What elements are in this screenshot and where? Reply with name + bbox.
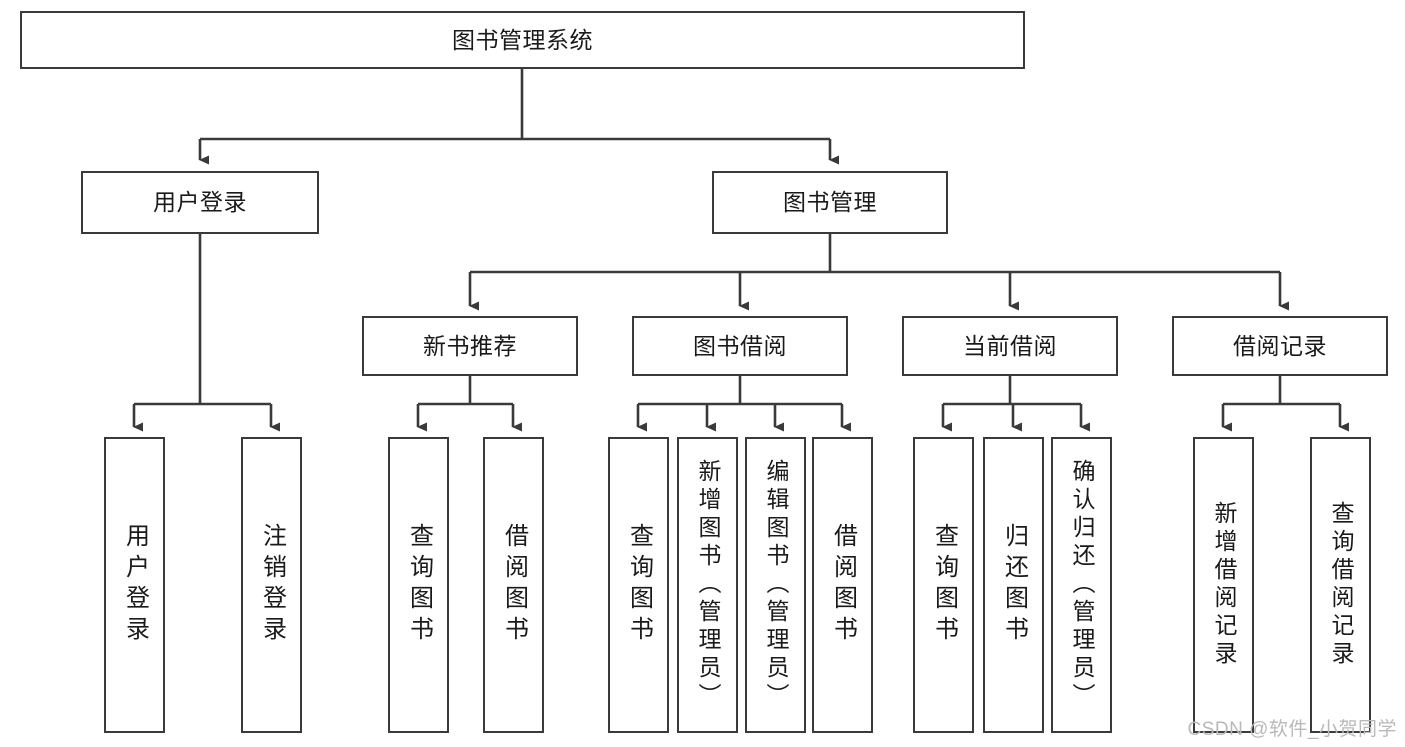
node-user-login[interactable]: 用户登录 [81,171,319,234]
node-leaf-query-record[interactable]: 查询借阅记录 [1310,437,1371,733]
node-root-label: 图书管理系统 [452,26,593,53]
node-leaf-confirm-return[interactable]: 确认归还（管理员） [1051,437,1112,733]
node-leaf-borrow-book[interactable]: 借阅图书 [812,437,873,733]
node-leaf-edit-book-label: 编辑图书（管理员） [763,459,789,711]
csdn-watermark: CSDN @软件_小贺同学 [1187,719,1397,740]
node-current-borrow[interactable]: 当前借阅 [902,316,1118,376]
node-leaf-user-login[interactable]: 用户登录 [104,437,165,733]
node-leaf-borrow-book-recommend[interactable]: 借阅图书 [483,437,544,733]
node-leaf-add-record[interactable]: 新增借阅记录 [1193,437,1254,733]
node-leaf-borrow-book-label: 借阅图书 [829,523,857,647]
node-book-borrow[interactable]: 图书借阅 [632,316,848,376]
node-leaf-logout[interactable]: 注销登录 [241,437,302,733]
node-book-manage[interactable]: 图书管理 [712,171,948,234]
node-borrow-record-label: 借阅记录 [1233,332,1327,359]
node-new-book-recommend[interactable]: 新书推荐 [362,316,578,376]
node-leaf-query-book-current[interactable]: 查询图书 [913,437,974,733]
node-book-borrow-label: 图书借阅 [693,332,787,359]
node-leaf-add-book[interactable]: 新增图书（管理员） [677,437,738,733]
node-root[interactable]: 图书管理系统 [20,11,1025,69]
node-leaf-add-record-label: 新增借阅记录 [1211,501,1237,669]
node-leaf-query-book-borrow[interactable]: 查询图书 [608,437,669,733]
node-leaf-confirm-return-label: 确认归还（管理员） [1069,459,1095,711]
node-leaf-return-book-label: 归还图书 [1000,523,1028,647]
node-leaf-borrow-book-recommend-label: 借阅图书 [500,523,528,647]
node-leaf-logout-label: 注销登录 [258,523,286,647]
node-leaf-query-book-current-label: 查询图书 [930,523,958,647]
node-book-manage-label: 图书管理 [783,189,877,216]
node-leaf-query-book-borrow-label: 查询图书 [625,523,653,647]
node-new-book-recommend-label: 新书推荐 [423,332,517,359]
node-leaf-edit-book[interactable]: 编辑图书（管理员） [745,437,806,733]
node-user-login-label: 用户登录 [153,189,247,216]
node-leaf-query-book-recommend[interactable]: 查询图书 [388,437,449,733]
node-current-borrow-label: 当前借阅 [963,332,1057,359]
node-leaf-add-book-label: 新增图书（管理员） [695,459,721,711]
node-borrow-record[interactable]: 借阅记录 [1172,316,1388,376]
node-leaf-return-book[interactable]: 归还图书 [983,437,1044,733]
node-leaf-query-record-label: 查询借阅记录 [1328,501,1354,669]
node-leaf-query-book-recommend-label: 查询图书 [405,523,433,647]
node-leaf-user-login-label: 用户登录 [121,523,149,647]
